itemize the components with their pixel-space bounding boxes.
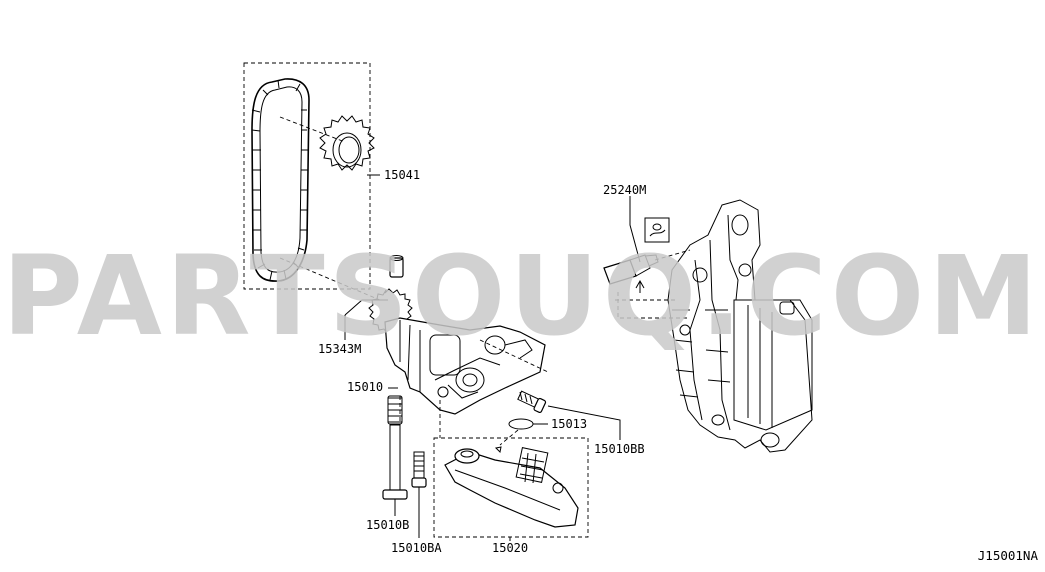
flange-bolt-group <box>517 390 621 440</box>
part-label-15010B[interactable]: 15010B <box>366 518 409 532</box>
o-ring-group <box>494 418 548 454</box>
part-label-15041[interactable]: 15041 <box>384 168 420 182</box>
long-bolt-group <box>382 395 408 516</box>
engine-block-illustration <box>667 199 813 453</box>
part-label-15010[interactable]: 15010 <box>347 380 383 394</box>
pump-sprocket-group <box>344 255 413 340</box>
part-label-15010BB[interactable]: 15010BB <box>594 442 645 456</box>
part-label-15343M[interactable]: 15343M <box>318 342 361 356</box>
diagram-id: J15001NA <box>978 548 1039 563</box>
oil-strainer-group <box>433 437 589 541</box>
cam-sprocket <box>319 115 375 171</box>
short-bolt-group <box>411 451 427 538</box>
watermark: PARTSOUQ.COM <box>2 232 1042 360</box>
part-label-15013[interactable]: 15013 <box>551 417 587 431</box>
part-label-15020[interactable]: 15020 <box>492 541 528 555</box>
timing-chain-group <box>243 62 381 301</box>
part-label-15010BA[interactable]: 15010BA <box>391 541 442 555</box>
part-label-25240M[interactable]: 25240M <box>603 183 646 197</box>
